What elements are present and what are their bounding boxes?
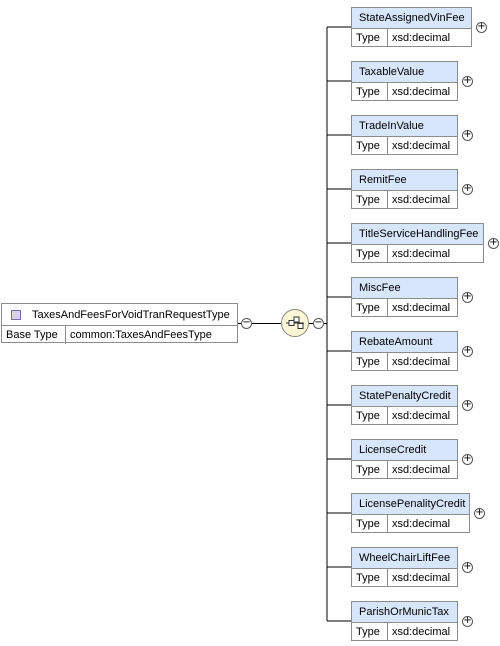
element-type-row: Type xsd:decimal [352,569,457,586]
element-type-value: xsd:decimal [392,463,451,476]
element-type-row: Type xsd:decimal [352,191,457,208]
root-prop-value: common:TaxesAndFeesType [70,329,212,341]
element-type-row: Type xsd:decimal [352,29,471,46]
expand-plus-icon[interactable]: + [462,183,473,195]
element-type-row: Type xsd:decimal [352,83,457,100]
expand-plus-icon[interactable]: + [462,75,473,87]
element-name: TaxableValue [352,62,457,83]
root-complex-type-box[interactable]: TaxesAndFeesForVoidTranRequestType Base … [1,303,238,344]
element-type-row: Type xsd:decimal [352,137,457,154]
root-prop-label: Base Type [2,326,66,344]
element-type-value: xsd:decimal [392,85,451,98]
element-name: StatePenaltyCredit [352,386,457,407]
expand-plus-icon[interactable]: + [462,399,473,411]
element-type-row: Type xsd:decimal [352,623,457,640]
element-name: TitleServiceHandlingFee [352,224,483,245]
element-type-label: Type [352,29,388,46]
complex-type-icon [11,309,21,320]
element-type-value: xsd:decimal [392,625,451,638]
element-name: RebateAmount [352,332,457,353]
element-type-row: Type xsd:decimal [352,407,457,424]
root-type-header: TaxesAndFeesForVoidTranRequestType [2,304,237,326]
element-type-row: Type xsd:decimal [352,515,469,532]
element-type-value: xsd:decimal [392,409,451,422]
element-name: RemitFee [352,170,457,191]
element-type-value: xsd:decimal [392,517,451,530]
element-type-label: Type [352,137,388,154]
element-type-label: Type [352,191,388,208]
sequence-compositor-icon[interactable] [281,309,309,337]
expand-plus-icon[interactable]: + [462,345,473,357]
root-collapse-minus-icon[interactable]: − [241,317,252,329]
element-type-row: Type xsd:decimal [352,299,457,316]
element-name: StateAssignedVinFee [352,8,471,29]
expand-plus-icon[interactable]: + [462,453,473,465]
element-type-label: Type [352,83,388,100]
element-type-label: Type [352,407,388,424]
element-type-label: Type [352,515,388,532]
element-type-value: xsd:decimal [392,247,451,260]
expand-plus-icon[interactable]: + [462,561,473,573]
element-type-row: Type xsd:decimal [352,353,457,370]
expand-plus-icon[interactable]: + [474,507,485,519]
element-name: TradeInValue [352,116,457,137]
element-name: ParishOrMunicTax [352,602,457,623]
root-property-row: Base Type common:TaxesAndFeesType [2,326,237,344]
element-name: LicenseCredit [352,440,457,461]
sequence-collapse-minus-icon[interactable]: − [313,317,324,329]
element-type-value: xsd:decimal [392,31,451,44]
root-type-name: TaxesAndFeesForVoidTranRequestType [32,308,230,321]
element-type-label: Type [352,569,388,586]
expand-plus-icon[interactable]: + [462,291,473,303]
element-type-label: Type [352,245,388,262]
element-type-label: Type [352,623,388,640]
element-type-value: xsd:decimal [392,355,451,368]
element-type-value: xsd:decimal [392,139,451,152]
element-name: MiscFee [352,278,457,299]
element-type-row: Type xsd:decimal [352,461,457,478]
element-type-value: xsd:decimal [392,193,451,206]
element-name: WheelChairLiftFee [352,548,457,569]
element-type-label: Type [352,353,388,370]
element-type-label: Type [352,461,388,478]
element-type-value: xsd:decimal [392,571,451,584]
element-type-row: Type xsd:decimal [352,245,483,262]
element-type-value: xsd:decimal [392,301,451,314]
expand-plus-icon[interactable]: + [488,237,499,249]
expand-plus-icon[interactable]: + [476,21,487,33]
expand-plus-icon[interactable]: + [462,129,473,141]
element-type-label: Type [352,299,388,316]
expand-plus-icon[interactable]: + [462,615,473,627]
element-name: LicensePenalityCredit [352,494,469,515]
